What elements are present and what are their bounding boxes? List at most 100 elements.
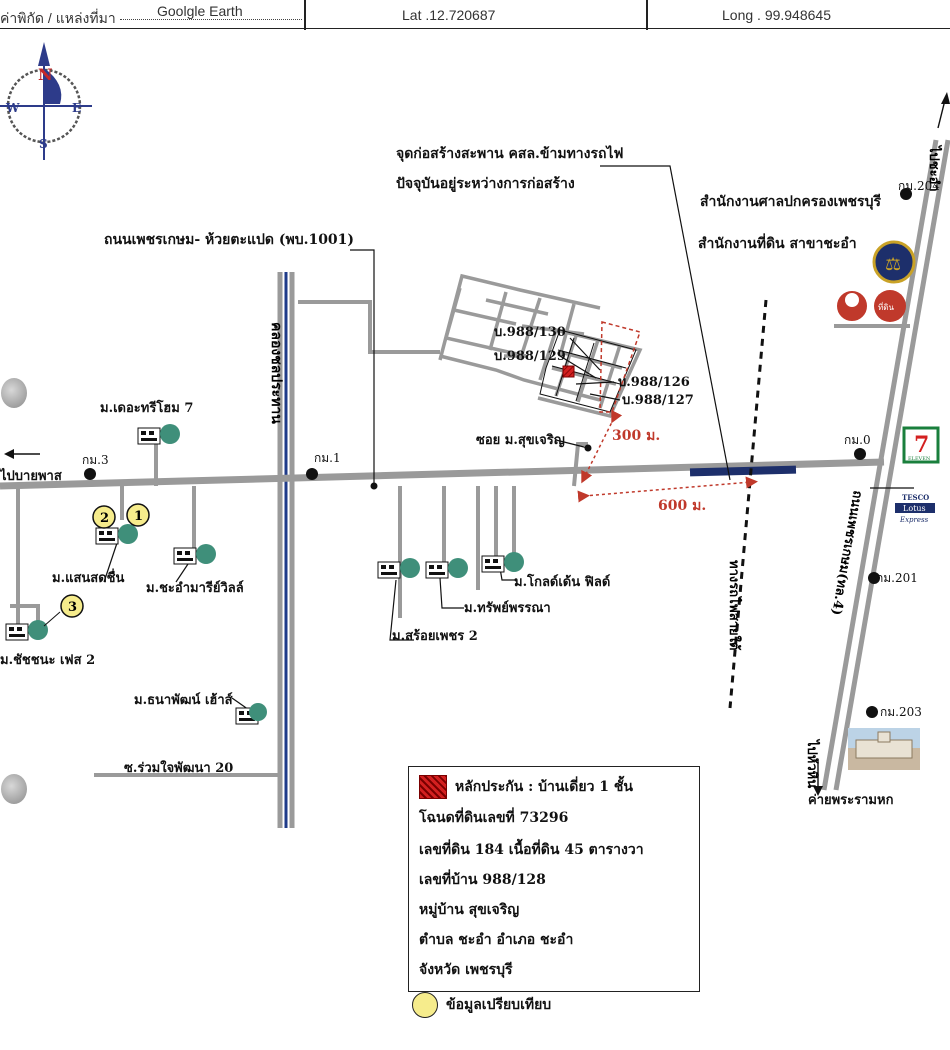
compass-w: W <box>5 101 20 115</box>
junction-dot <box>584 444 592 452</box>
building-icon <box>377 558 420 579</box>
to-huahin-label: ไปหัวหิน <box>804 738 821 788</box>
legend-comparison-row: ข้อมูลเปรียบเทียบ <box>412 992 551 1018</box>
source-value: Goolgle Earth <box>157 3 243 19</box>
legend-province: จังหวัด เพชรบุรี <box>419 962 513 978</box>
comparable-markers: 2 1 3 <box>43 503 150 627</box>
legend-comparison: ข้อมูลเปรียบเทียบ <box>446 997 552 1013</box>
compass-e: E <box>72 101 81 115</box>
svg-text:ที่ดิน: ที่ดิน <box>878 301 894 312</box>
soi-ruamjai-label: ซ.ร่วมใจพัฒนา 20 <box>124 759 233 776</box>
village-chaam-marie-label: ม.ชะอำมารีย์วิลล์ <box>146 580 244 596</box>
bridge-segment <box>689 465 797 477</box>
comparison-dot-icon <box>412 992 438 1018</box>
collateral-swatch-icon <box>419 775 447 799</box>
distance-600-label: 600 ม. <box>658 498 706 514</box>
main-road-1001 <box>0 458 885 490</box>
railway-label: ทางรถไฟสายใต้ <box>726 560 743 650</box>
village-saen-label: ม.แสนสดชื่น <box>52 568 124 586</box>
svg-text:Express: Express <box>899 516 929 524</box>
building-icon <box>173 544 216 565</box>
village-chatchana-label: ม.ชัชชนะ เฟส 2 <box>0 653 95 668</box>
coord-label: ค่าพิกัด / แหล่งที่มา <box>0 10 116 26</box>
tesco-lotus-logo-icon: TESCO Lotus Express <box>895 493 935 524</box>
army-camp-label: ค่ายพระรามหก <box>808 793 894 808</box>
lat-value: Lat .12.720687 <box>402 7 496 23</box>
building-icon <box>137 424 180 445</box>
irrigation-canal <box>277 272 295 828</box>
junction-dot <box>370 482 378 490</box>
village-sap-label: ม.ทรัพย์พรรณา <box>464 600 551 616</box>
railway-line <box>728 299 768 709</box>
distance-600-arrow <box>577 476 758 503</box>
distance-300-label: 300 ม. <box>612 428 660 444</box>
km1-marker-icon <box>306 468 318 480</box>
phetkasem-highway <box>821 139 950 791</box>
binder-hole <box>1 774 27 804</box>
village-soi-phet-label: ม.สร้อยเพชร 2 <box>392 628 478 644</box>
svg-text:TESCO: TESCO <box>902 493 929 502</box>
subject-property-marker <box>562 365 575 378</box>
road-1001-label: ถนนเพชรเกษม- ห้วยตะแปด (พบ.1001) <box>104 232 354 248</box>
subdivision-roads <box>438 273 643 419</box>
village-golden-field-label: ม.โกลด์เด้น ฟิลด์ <box>514 573 610 590</box>
land-office-label: สำนักงานที่ดิน สาขาชะอำ <box>698 233 857 252</box>
long-cell: Long . 99.948645 <box>648 0 950 29</box>
compass-s: S <box>39 137 48 151</box>
lot-129-label: บ.988/129 <box>494 349 566 364</box>
km204-label: กม.204 <box>898 179 940 193</box>
building-icon <box>5 620 48 641</box>
km203-label: กม.203 <box>880 705 922 719</box>
km201-label: กม.201 <box>876 571 918 585</box>
building-icon <box>425 558 468 579</box>
legend-house-no: เลขที่บ้าน 988/128 <box>419 872 546 888</box>
legend-collateral-row: หลักประกัน : บ้านเดี่ยว 1 ชั้น <box>419 775 633 799</box>
svg-text:ELEVEN: ELEVEN <box>908 456 931 462</box>
building-icon <box>235 703 267 725</box>
comparable-2-label: 2 <box>100 511 109 526</box>
legend-deed: โฉนดที่ดินเลขที่ 73296 <box>419 810 569 826</box>
compass-rose-icon: N S E W <box>0 42 92 160</box>
bridge-note-line1: จุดก่อสร้างสะพาน คสล.ข้ามทางรถไฟ <box>396 144 624 162</box>
km0-marker-icon <box>854 448 866 460</box>
lot-130-label: บ.988/130 <box>494 325 566 340</box>
to-bypass-label: ไปบายพาส <box>0 467 62 484</box>
soi-suk-label: ซอย ม.สุขเจริญ <box>476 433 565 448</box>
distance-300-arrow <box>581 409 623 484</box>
km3-label: กม.3 <box>82 453 109 467</box>
legend-collateral: หลักประกัน : บ้านเดี่ยว 1 ชั้น <box>455 779 633 795</box>
comparable-2-icon <box>92 505 116 529</box>
compass-n: N <box>38 65 53 84</box>
legend-village: หมู่บ้าน สุขเจริญ <box>419 902 520 918</box>
building-icon <box>481 552 524 573</box>
header-divider <box>646 0 648 30</box>
court-emblem-icon: ⚖ <box>872 240 916 284</box>
coord-cell: ค่าพิกัด / แหล่งที่มา Goolgle Earth <box>0 0 304 29</box>
comparable-3-label: 3 <box>68 600 77 615</box>
legend-subdistrict: ตำบล ชะอำ อำเภอ ชะอำ <box>419 932 574 948</box>
binder-hole <box>1 378 27 408</box>
leader-lines <box>103 165 914 713</box>
km203-marker-icon <box>866 706 878 718</box>
km204-marker-icon <box>900 188 912 200</box>
army-camp-photo <box>848 728 920 770</box>
km3-marker-icon <box>84 468 96 480</box>
long-value: Long . 99.948645 <box>722 7 831 23</box>
side-roads <box>10 300 910 777</box>
svg-text:Lotus: Lotus <box>903 504 926 513</box>
km201-marker-icon <box>868 572 880 584</box>
km-markers <box>84 188 912 718</box>
svg-text:⚖: ⚖ <box>885 254 901 275</box>
village-thana-label: ม.ธนาพัฒน์ เฮ้าส์ <box>134 692 233 708</box>
comparable-3-icon <box>60 594 84 618</box>
comparable-1-icon <box>126 503 150 527</box>
seven-eleven-logo-icon: 7 ELEVEN <box>902 426 940 464</box>
bridge-note-line2: ปัจจุบันอยู่ระหว่างการก่อสร้าง <box>396 176 575 192</box>
legend-land-no: เลขที่ดิน 184 เนื้อที่ดิน 45 ตารางวา <box>419 842 644 858</box>
lot-127-label: บ.988/127 <box>622 393 694 408</box>
km0-label: กม.0 <box>844 433 871 447</box>
lat-cell: Lat .12.720687 <box>306 0 646 29</box>
comparable-1-label: 1 <box>134 509 143 524</box>
canal-label: คลองชลประทาน <box>268 322 284 424</box>
